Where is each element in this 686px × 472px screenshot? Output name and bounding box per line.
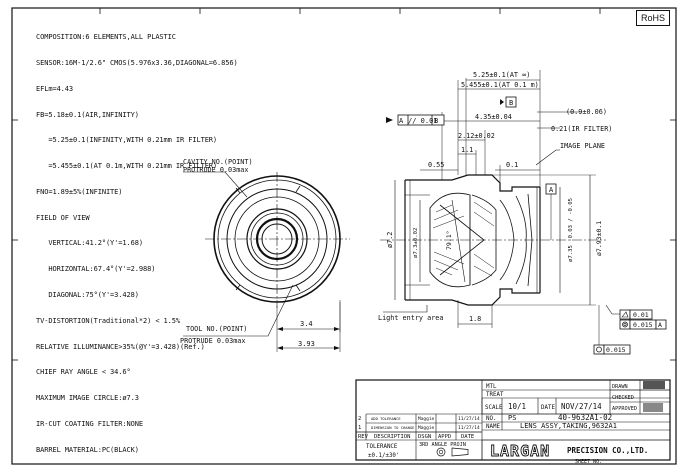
dim-phi-7-35: ø7.35 -0.03 / -0.05 xyxy=(568,198,574,262)
checked-label: CHECKED xyxy=(612,395,634,401)
flatness-tolerance: 0.01 xyxy=(633,311,649,319)
datum-a-label: A xyxy=(549,186,554,194)
rev-mark: 1 xyxy=(358,425,361,431)
dim-phi-7-2: ø7.2 xyxy=(386,232,394,248)
spec-line: COMPOSITION:6 ELEMENTS,ALL PLASTIC xyxy=(36,33,176,42)
approved-signature xyxy=(643,403,663,412)
spec-line: FIELD OF VIEW xyxy=(36,213,90,222)
spec-line: IR-CUT COATING FILTER:NONE xyxy=(36,419,143,428)
aperture-circle xyxy=(255,217,299,261)
dim-3-93: 3.93 xyxy=(298,340,315,348)
datum-b-ref: B xyxy=(434,117,438,125)
spec-line: RELATIVE ILLUMINANCE>35%(@Y'=3.428)(Ref.… xyxy=(36,342,205,351)
dim-1-8: 1.8 xyxy=(469,315,481,323)
spec-line: MAXIMUM IMAGE CIRCLE:ø7.3 xyxy=(36,394,139,403)
dim-phi-7-93: ø7.93±0.1 xyxy=(595,221,603,256)
spec-line: =5.25±0.1(INFINITY,WITH 0.21mm IR FILTER… xyxy=(36,136,218,145)
ir-filter-dim: 0.21(IR FILTER) xyxy=(551,125,612,133)
dim-0-1: 0.1 xyxy=(506,161,518,169)
rev-desc: DIMENSION TO CHANGE xyxy=(371,425,415,430)
scale-value: 10/1 xyxy=(508,402,526,411)
fb-near-dim: 5.455±0.1(AT 0.1 m) xyxy=(461,81,539,89)
rev-header-date: DATE xyxy=(461,434,474,440)
scale-label: SCALE xyxy=(485,405,503,411)
dim-4-35: 4.35±0.04 xyxy=(475,113,512,121)
dim-0-9: (0.9±0.06) xyxy=(566,108,607,116)
dim-0-55: 0.55 xyxy=(428,161,444,169)
rev-desc: ADD TOLERANCE xyxy=(371,416,401,421)
rev-date: 11/27/14 xyxy=(458,416,480,422)
tool-protrude: PROTRUDE 0.03max xyxy=(180,337,245,345)
tolerance-label: TOLERANCE xyxy=(366,444,398,450)
projection-label: 3RD ANGLE PROJN xyxy=(419,442,466,448)
rev-mark: 2 xyxy=(358,416,361,422)
dim-1-1: 1.1 xyxy=(461,146,473,154)
circularity-datum: A xyxy=(658,321,662,329)
tool-note: TOOL NO.(POINT) xyxy=(186,325,247,333)
spec-line: CHIEF RAY ANGLE < 34.6° xyxy=(36,368,131,377)
cavity-protrude: PROTRUDE 0.03max xyxy=(183,166,248,174)
rev-date: 11/27/14 xyxy=(458,425,480,431)
parallel-tolerance: // 0.01 xyxy=(408,117,438,125)
spec-line: FB=5.18±0.1(AIR,INFINITY) xyxy=(36,110,139,119)
spec-line: =5.455±0.1(AT 0.1m,WITH 0.21mm IR FILTER… xyxy=(36,162,218,171)
light-entry-label: Light entry area xyxy=(378,314,443,322)
front-view xyxy=(183,171,350,352)
spec-line: TV-DISTORTION(Traditional*2) < 1.5% xyxy=(36,316,181,325)
company-name: PRECISION CO.,LTD. xyxy=(567,446,648,455)
spec-line: DIAGONAL:75°(Y'=3.428) xyxy=(36,291,139,299)
drawing-border xyxy=(11,7,677,465)
spec-line: EFLm=4.43 xyxy=(36,84,74,93)
rev-header-desc: DESCRIPTION xyxy=(374,434,410,440)
barrel-outer-circle xyxy=(213,175,341,303)
mtl-label: MTL xyxy=(486,384,497,390)
specification-notes: COMPOSITION:6 ELEMENTS,ALL PLASTIC SENSO… xyxy=(36,16,238,471)
spec-line: VERTICAL:41.2°(Y'=1.68) xyxy=(36,239,143,248)
rev-header-dsgn: DSGN xyxy=(418,434,431,440)
spec-line: FNO=1.89±5%(INFINITE) xyxy=(36,187,123,196)
circularity-tolerance: 0.015 xyxy=(633,321,653,329)
field-angle-dim: 79.1° xyxy=(445,230,453,250)
rohs-badge: RoHS xyxy=(636,10,670,26)
no-label: NO. xyxy=(486,416,496,422)
spec-line: SENSOR:16M-1/2.6" CMOS(5.976x3.36,DIAGON… xyxy=(36,58,238,67)
drawn-signature xyxy=(643,381,665,389)
datum-a-ref: A xyxy=(399,117,404,125)
zone-ticks xyxy=(12,8,676,361)
datum-b-label: B xyxy=(509,99,513,107)
treat-label: TREAT xyxy=(486,392,504,398)
dim-phi-7-3: ø7.3±0.02 xyxy=(413,228,419,258)
part-prefix: PS xyxy=(508,414,516,422)
dim-2-12: 2.12±0.02 xyxy=(458,132,495,140)
date-value: NOV/27/14 xyxy=(561,402,602,411)
approved-label: APPROVED xyxy=(612,406,637,412)
name-label: NAME xyxy=(486,424,500,430)
company-logo: LARGAN xyxy=(490,442,550,460)
date-label: DATE xyxy=(541,405,555,411)
rev-by: Maggie xyxy=(418,425,435,431)
side-view xyxy=(380,70,667,355)
drawn-label: DRAWN xyxy=(612,384,628,390)
bottom-tolerance: 0.015 xyxy=(606,346,626,354)
rev-header-appd: APPD xyxy=(438,434,451,440)
rev-header-rev: REV xyxy=(358,434,369,440)
part-number: 40-9632A1-02 xyxy=(558,413,612,422)
title-block xyxy=(355,379,671,461)
image-plane-label: IMAGE PLANE xyxy=(560,142,605,150)
spec-line: BARREL MATERIAL:PC(BLACK) xyxy=(36,445,139,454)
tolerance-value: ±0.1/±30' xyxy=(368,453,399,459)
sheet-label: SHEET NO. xyxy=(575,459,602,465)
part-name: LENS ASSY,TAKING,9632A1 xyxy=(520,422,617,430)
spec-line: HORIZONTAL:67.4°(Y'=2.988) xyxy=(36,265,156,274)
cavity-note: CAVITY NO.(POINT) xyxy=(183,158,253,166)
dim-3-4: 3.4 xyxy=(300,320,313,328)
rev-by: Maggie xyxy=(418,416,435,422)
fb-infinity-dim: 5.25±0.1(AT ∞) xyxy=(473,71,530,79)
